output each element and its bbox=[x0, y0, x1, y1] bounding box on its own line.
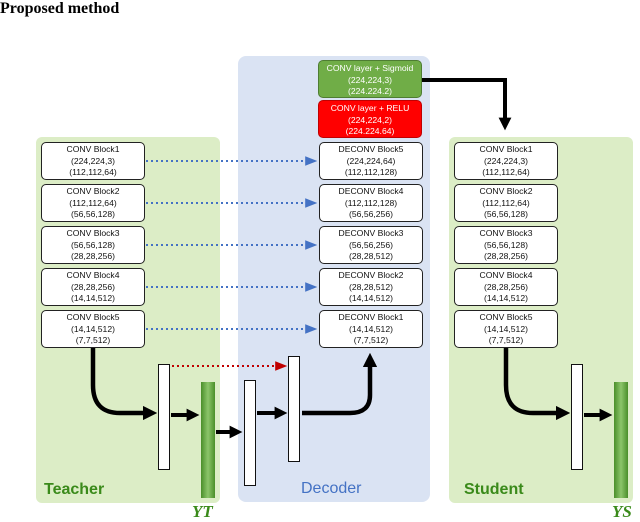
student-output-layer bbox=[614, 382, 628, 498]
block-input-shape: (224,224,3) bbox=[348, 74, 392, 85]
block-input-shape: (56,56,128) bbox=[71, 239, 115, 250]
block-output-shape: (7,7,512) bbox=[488, 335, 524, 345]
block-output-shape: (14,14,512) bbox=[349, 293, 393, 303]
decoder-label: Decoder bbox=[301, 480, 362, 497]
teacher-flow-arrow bbox=[90, 348, 158, 421]
block-name: CONV Block4 bbox=[66, 270, 120, 280]
student-label: Student bbox=[464, 481, 524, 498]
teacher-output-label: YT bbox=[192, 502, 213, 521]
student-conv-block-1: CONV Block1 (224,224,3) (112,112,64) bbox=[454, 142, 558, 180]
block-name: CONV Block2 bbox=[66, 186, 120, 196]
block-input-shape: (28,28,256) bbox=[71, 281, 115, 292]
block-name: CONV Block3 bbox=[66, 228, 120, 238]
block-output-shape: (28,28,256) bbox=[71, 251, 115, 261]
decoder-deconv-block-3: DECONV Block3 (56,56,256) (28,28,512) bbox=[319, 226, 423, 264]
block-output-shape: (56,56,128) bbox=[484, 209, 528, 219]
decoder-fc-layer-1 bbox=[244, 380, 256, 486]
block-input-shape: (56,56,128) bbox=[484, 239, 528, 250]
student-conv-block-5: CONV Block5 (14,14,512) (7,7,512) bbox=[454, 310, 558, 348]
block-name: CONV Block2 bbox=[479, 186, 533, 196]
decoder-up-arrow bbox=[302, 352, 378, 416]
block-input-shape: (14,14,512) bbox=[349, 323, 393, 334]
conv-relu-block: CONV layer + RELU (224,224,2) (224.224.6… bbox=[318, 100, 422, 138]
block-input-shape: (224,224,2) bbox=[348, 114, 392, 125]
block-output-shape: (224.224.64) bbox=[345, 126, 395, 136]
block-output-shape: (56,56,256) bbox=[349, 209, 393, 219]
block-output-shape: (28,28,256) bbox=[484, 251, 528, 261]
block-input-shape: (28,28,512) bbox=[349, 281, 393, 292]
block-output-shape: (112,112,64) bbox=[69, 167, 117, 177]
block-name: DECONV Block2 bbox=[338, 270, 404, 280]
teacher-label: Teacher bbox=[44, 481, 105, 498]
teacher-output-layer bbox=[201, 382, 215, 498]
block-name: CONV Block4 bbox=[479, 270, 533, 280]
decoder-deconv-block-5: DECONV Block5 (224,224,64) (112,112,128) bbox=[319, 142, 423, 180]
block-input-shape: (224,224,3) bbox=[71, 155, 115, 166]
block-input-shape: (14,14,512) bbox=[71, 323, 115, 334]
block-input-shape: (112,112,128) bbox=[344, 197, 398, 208]
student-fc-layer bbox=[571, 364, 583, 470]
block-name: CONV Block1 bbox=[479, 144, 533, 154]
block-name: CONV Block5 bbox=[66, 312, 120, 322]
decoder-to-student-arrow bbox=[422, 78, 512, 131]
block-input-shape: (28,28,256) bbox=[484, 281, 528, 292]
block-name: CONV Block1 bbox=[66, 144, 120, 154]
block-output-shape: (7,7,512) bbox=[75, 335, 111, 345]
diagram-title: Proposed method bbox=[0, 0, 120, 17]
decoder-deconv-block-4: DECONV Block4 (112,112,128) (56,56,256) bbox=[319, 184, 423, 222]
block-input-shape: (224,224,64) bbox=[346, 155, 396, 166]
block-output-shape: (7,7,512) bbox=[353, 335, 389, 345]
block-name: DECONV Block3 bbox=[338, 228, 404, 238]
teacher-conv-block-5: CONV Block5 (14,14,512) (7,7,512) bbox=[41, 310, 145, 348]
student-conv-block-4: CONV Block4 (28,28,256) (14,14,512) bbox=[454, 268, 558, 306]
conv-sigmoid-block: CONV layer + Sigmoid (224,224,3) (224.22… bbox=[318, 60, 422, 98]
block-output-shape: (112,112,64) bbox=[482, 167, 530, 177]
block-output-shape: (28,28,512) bbox=[349, 251, 393, 261]
block-output-shape: (112,112,128) bbox=[344, 167, 398, 177]
block-name: DECONV Block1 bbox=[338, 312, 404, 322]
decoder-fc-layer-2 bbox=[288, 356, 300, 462]
block-input-shape: (224,224,3) bbox=[484, 155, 528, 166]
block-name: CONV layer + Sigmoid bbox=[326, 63, 414, 73]
block-input-shape: (14,14,512) bbox=[484, 323, 528, 334]
teacher-conv-block-4: CONV Block4 (28,28,256) (14,14,512) bbox=[41, 268, 145, 306]
teacher-conv-block-1: CONV Block1 (224,224,3) (112,112,64) bbox=[41, 142, 145, 180]
student-conv-block-3: CONV Block3 (56,56,128) (28,28,256) bbox=[454, 226, 558, 264]
block-output-shape: (224.224.2) bbox=[348, 86, 392, 96]
teacher-conv-block-3: CONV Block3 (56,56,128) (28,28,256) bbox=[41, 226, 145, 264]
block-name: DECONV Block4 bbox=[338, 186, 404, 196]
decoder-deconv-block-1: DECONV Block1 (14,14,512) (7,7,512) bbox=[319, 310, 423, 348]
student-flow-arrow bbox=[503, 348, 571, 421]
student-conv-block-2: CONV Block2 (112,112,64) (56,56,128) bbox=[454, 184, 558, 222]
block-name: CONV Block5 bbox=[479, 312, 533, 322]
block-name: CONV layer + RELU bbox=[330, 103, 410, 113]
block-input-shape: (56,56,256) bbox=[349, 239, 393, 250]
block-output-shape: (14,14,512) bbox=[484, 293, 528, 303]
block-output-shape: (56,56,128) bbox=[71, 209, 115, 219]
student-output-label: YS bbox=[612, 502, 632, 521]
block-name: CONV Block3 bbox=[479, 228, 533, 238]
decoder-deconv-block-2: DECONV Block2 (28,28,512) (14,14,512) bbox=[319, 268, 423, 306]
block-input-shape: (112,112,64) bbox=[482, 197, 530, 208]
teacher-conv-block-2: CONV Block2 (112,112,64) (56,56,128) bbox=[41, 184, 145, 222]
block-name: DECONV Block5 bbox=[338, 144, 404, 154]
block-output-shape: (14,14,512) bbox=[71, 293, 115, 303]
teacher-fc-layer bbox=[158, 364, 170, 470]
block-input-shape: (112,112,64) bbox=[69, 197, 117, 208]
